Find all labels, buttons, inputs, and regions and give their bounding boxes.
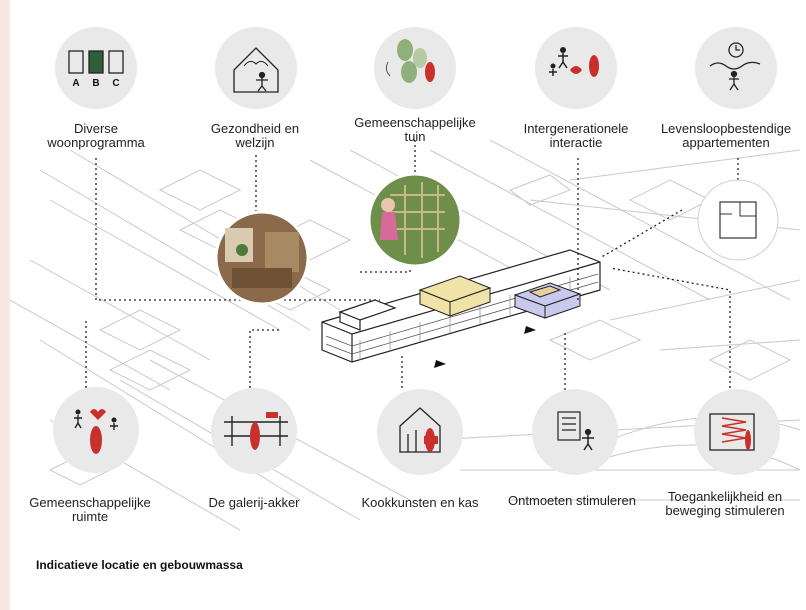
diagram-canvas: A B C — [10, 0, 806, 610]
blue-volume — [513, 282, 582, 319]
label-ontmoeten-stimuleren: Ontmoeten stimuleren — [508, 493, 636, 508]
abc-program-icon: A B C — [68, 50, 124, 89]
kitchen-greenhouse-icon — [399, 407, 441, 453]
label-gezondheid-en-welzijn: Gezondheid en welzijn — [210, 121, 300, 150]
label-levensloopbestendige-appartementen: Levensloopbestendige appartementen — [660, 121, 792, 150]
gallery-field-icon — [224, 412, 288, 450]
stairs-accessibility-icon — [709, 413, 755, 451]
figure-caption: Indicatieve locatie en gebouwmassa — [36, 558, 243, 572]
photo-interior — [214, 210, 310, 306]
label-toegankelijkheid-en-beweging: Toegankelijkheid en beweging stimuleren — [665, 489, 785, 518]
label-kookkunsten-en-kas: Kookkunsten en kas — [361, 495, 479, 510]
meeting-checklist-icon — [557, 411, 594, 451]
community-space-icon — [74, 409, 118, 454]
generations-icon — [549, 47, 599, 77]
label-intergenerationele-interactie: Intergenerationele interactie — [523, 121, 629, 150]
building-arrows — [434, 326, 536, 368]
letter-c: C — [112, 78, 119, 89]
label-de-galerij-akker: De galerij-akker — [208, 495, 300, 510]
letter-a: A — [72, 78, 79, 89]
label-gemeenschappelijke-tuin: Gemeenschappelijke tuin — [354, 115, 476, 144]
label-gemeenschappelijke-ruimte: Gemeenschappelijke ruimte — [29, 495, 151, 524]
floorplan-circle — [697, 179, 779, 261]
garden-trees-icon — [385, 39, 435, 83]
photo-garden-child — [367, 172, 463, 268]
label-diverse-woonprogramma: Diverse woonprogramma — [47, 121, 145, 150]
house-health-icon — [233, 47, 279, 93]
yellow-volume — [418, 275, 492, 317]
lifetime-clock-icon — [709, 42, 761, 91]
letter-b: B — [92, 78, 99, 89]
